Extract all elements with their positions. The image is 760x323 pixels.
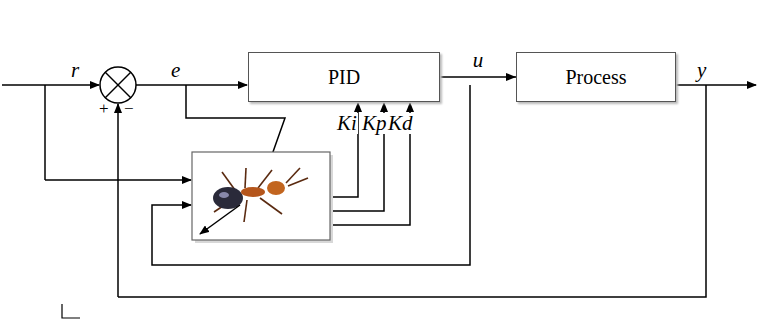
sign-symbol: + xyxy=(98,100,110,117)
controller-box: PID xyxy=(248,52,440,102)
ant-optimizer xyxy=(192,152,333,243)
gain-name: Kp xyxy=(361,113,388,134)
signal-name: r xyxy=(70,60,80,81)
signal-name: e xyxy=(170,60,181,81)
gain-name: Kd xyxy=(387,113,414,134)
box-text: Process xyxy=(565,66,626,89)
signal-wires xyxy=(2,85,756,318)
signal-name: u xyxy=(472,50,485,71)
signal-name: y xyxy=(696,60,707,81)
gain-name: Ki xyxy=(336,113,358,134)
summing-junction xyxy=(100,67,136,103)
box-text: PID xyxy=(328,66,360,89)
sign-symbol: − xyxy=(123,100,135,117)
signal-arrow xyxy=(440,73,516,81)
process-box: Process xyxy=(516,52,676,102)
